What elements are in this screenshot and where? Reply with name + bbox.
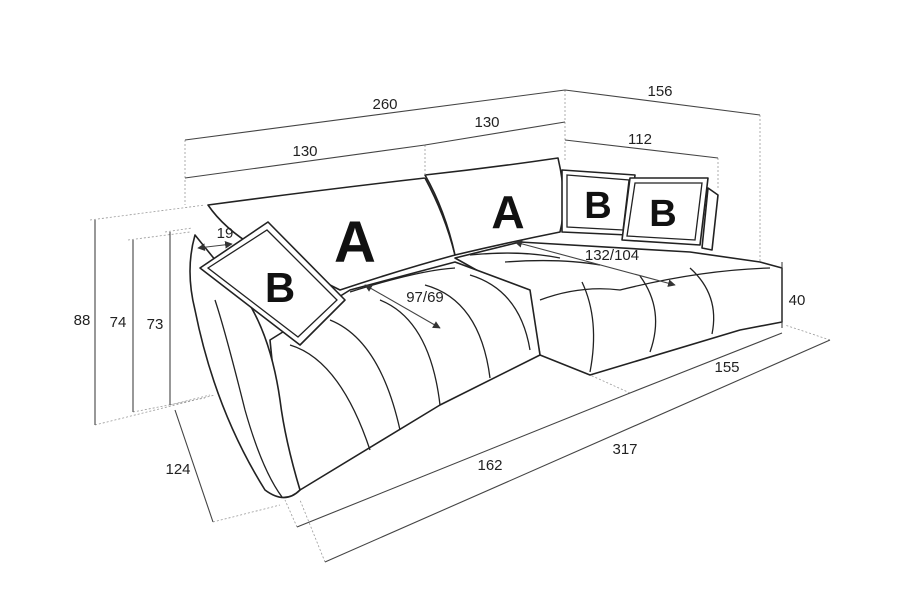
dim-74: 74 xyxy=(110,314,127,331)
dim-97-69: 97/69 xyxy=(406,289,444,306)
dim-130-right: 130 xyxy=(474,114,499,131)
dim-162: 162 xyxy=(477,457,502,474)
dim-156: 156 xyxy=(647,83,672,100)
dim-132-104: 132/104 xyxy=(585,247,639,264)
dim-130-left: 130 xyxy=(292,143,317,160)
dim-155: 155 xyxy=(714,359,739,376)
sofa-drawing xyxy=(189,157,783,499)
label-a-left: A xyxy=(334,210,376,275)
label-b-1: B xyxy=(584,185,611,227)
dim-260: 260 xyxy=(372,96,397,113)
label-b-2: B xyxy=(649,193,676,235)
dim-124: 124 xyxy=(165,461,190,478)
pillow-b-3 xyxy=(199,221,346,346)
label-a-right: A xyxy=(491,186,524,238)
dimension-lines xyxy=(94,89,831,563)
dim-317: 317 xyxy=(612,441,637,458)
back-cushion-a-right xyxy=(424,157,565,256)
pillow-b-2 xyxy=(621,177,709,246)
extension-lines xyxy=(89,90,831,563)
dim-73: 73 xyxy=(147,316,164,333)
dim-40: 40 xyxy=(789,292,806,309)
dim-88: 88 xyxy=(74,312,91,329)
dim-19: 19 xyxy=(217,225,234,242)
label-b-3: B xyxy=(265,264,295,311)
dim-112: 112 xyxy=(628,131,652,148)
